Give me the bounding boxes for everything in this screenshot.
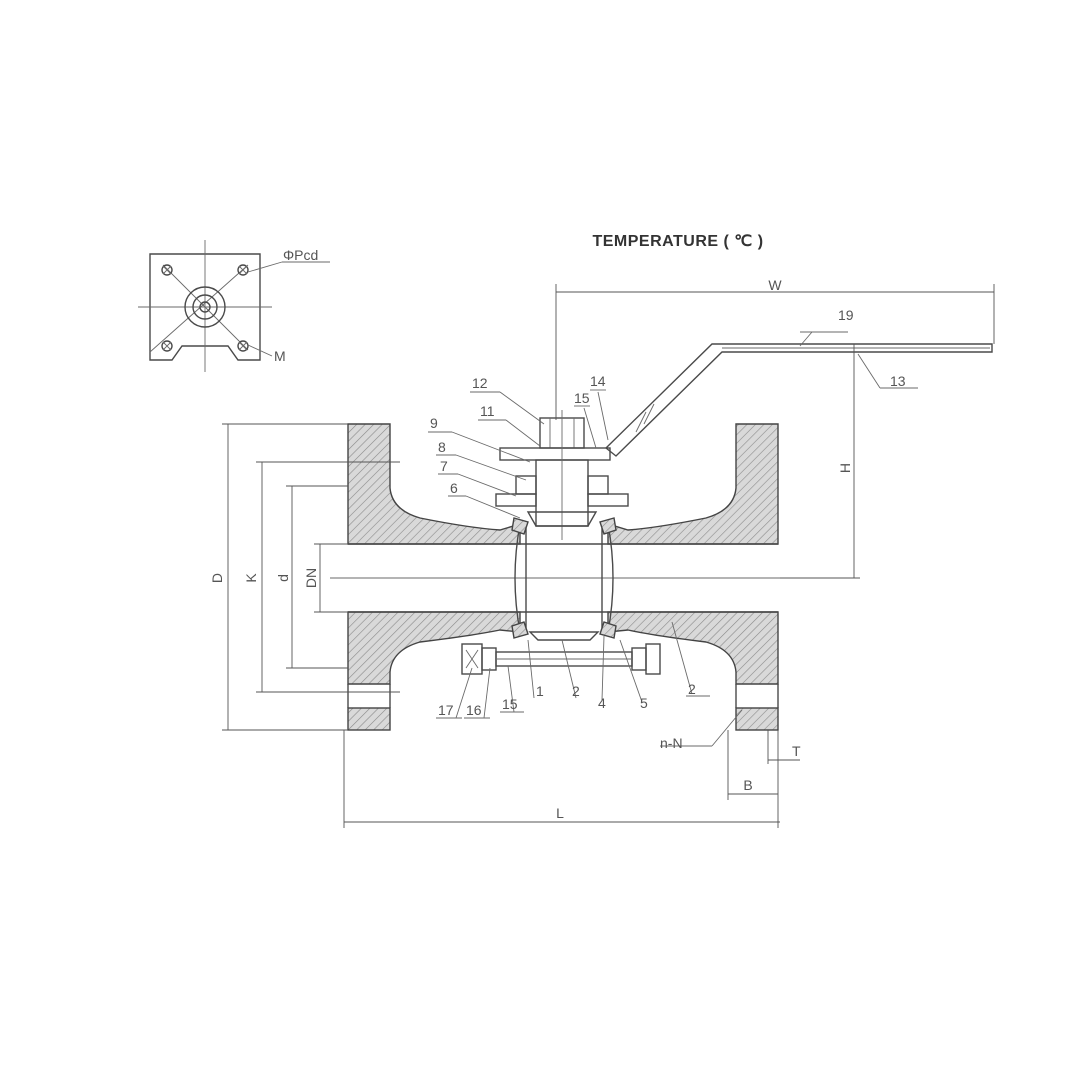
stem-assembly [495, 410, 629, 540]
dim-label-t: T [792, 743, 801, 759]
m-label: M [274, 348, 286, 364]
bolt-hole-icon [237, 340, 249, 352]
part-label-2-right: 2 [688, 681, 696, 697]
bottom-bolt-assembly [461, 643, 661, 675]
part-label-12: 12 [472, 375, 488, 391]
dimension-lines [222, 284, 995, 828]
dim-label-dn: DN [303, 568, 319, 588]
bolt-hole-icon [237, 264, 249, 276]
leader-nn [711, 709, 743, 747]
part-label-6: 6 [450, 480, 458, 496]
part-label-19: 19 [838, 307, 854, 323]
part-label-8: 8 [438, 439, 446, 455]
part-label-11: 11 [480, 403, 495, 419]
diagram-title: TEMPERATURE ( ℃ ) [592, 233, 763, 250]
valve-body [330, 423, 800, 731]
dim-label-w: W [768, 277, 782, 293]
dim-label-b: B [743, 777, 752, 793]
part-leaders [428, 331, 918, 719]
part-label-9: 9 [430, 415, 438, 431]
part-label-15-bottom: 15 [502, 696, 518, 712]
part-label-7: 7 [440, 458, 448, 474]
part-label-1: 1 [536, 683, 544, 699]
part-label-13: 13 [890, 373, 906, 389]
top-view-mounting-pad: ΦPcd M [138, 240, 330, 372]
bolt-hole-icon [161, 340, 173, 352]
pcd-label: ΦPcd [283, 247, 318, 263]
bolt-hole-icon [161, 264, 173, 276]
part-label-14: 14 [590, 373, 606, 389]
part-label-16: 16 [466, 702, 482, 718]
dim-label-k: K [243, 573, 259, 583]
part-label-2-center: 2 [572, 683, 580, 699]
part-label-15-top: 15 [574, 390, 590, 406]
lever-handle [604, 343, 993, 457]
dim-label-d-inner: d [275, 574, 291, 582]
part-label-5: 5 [640, 695, 648, 711]
part-label-17: 17 [438, 702, 454, 718]
dim-label-l: L [556, 805, 564, 821]
dim-label-d-outer: D [209, 573, 225, 583]
dim-label-nn: n-N [660, 735, 683, 751]
part-label-4: 4 [598, 695, 606, 711]
dim-label-h: H [837, 463, 853, 473]
